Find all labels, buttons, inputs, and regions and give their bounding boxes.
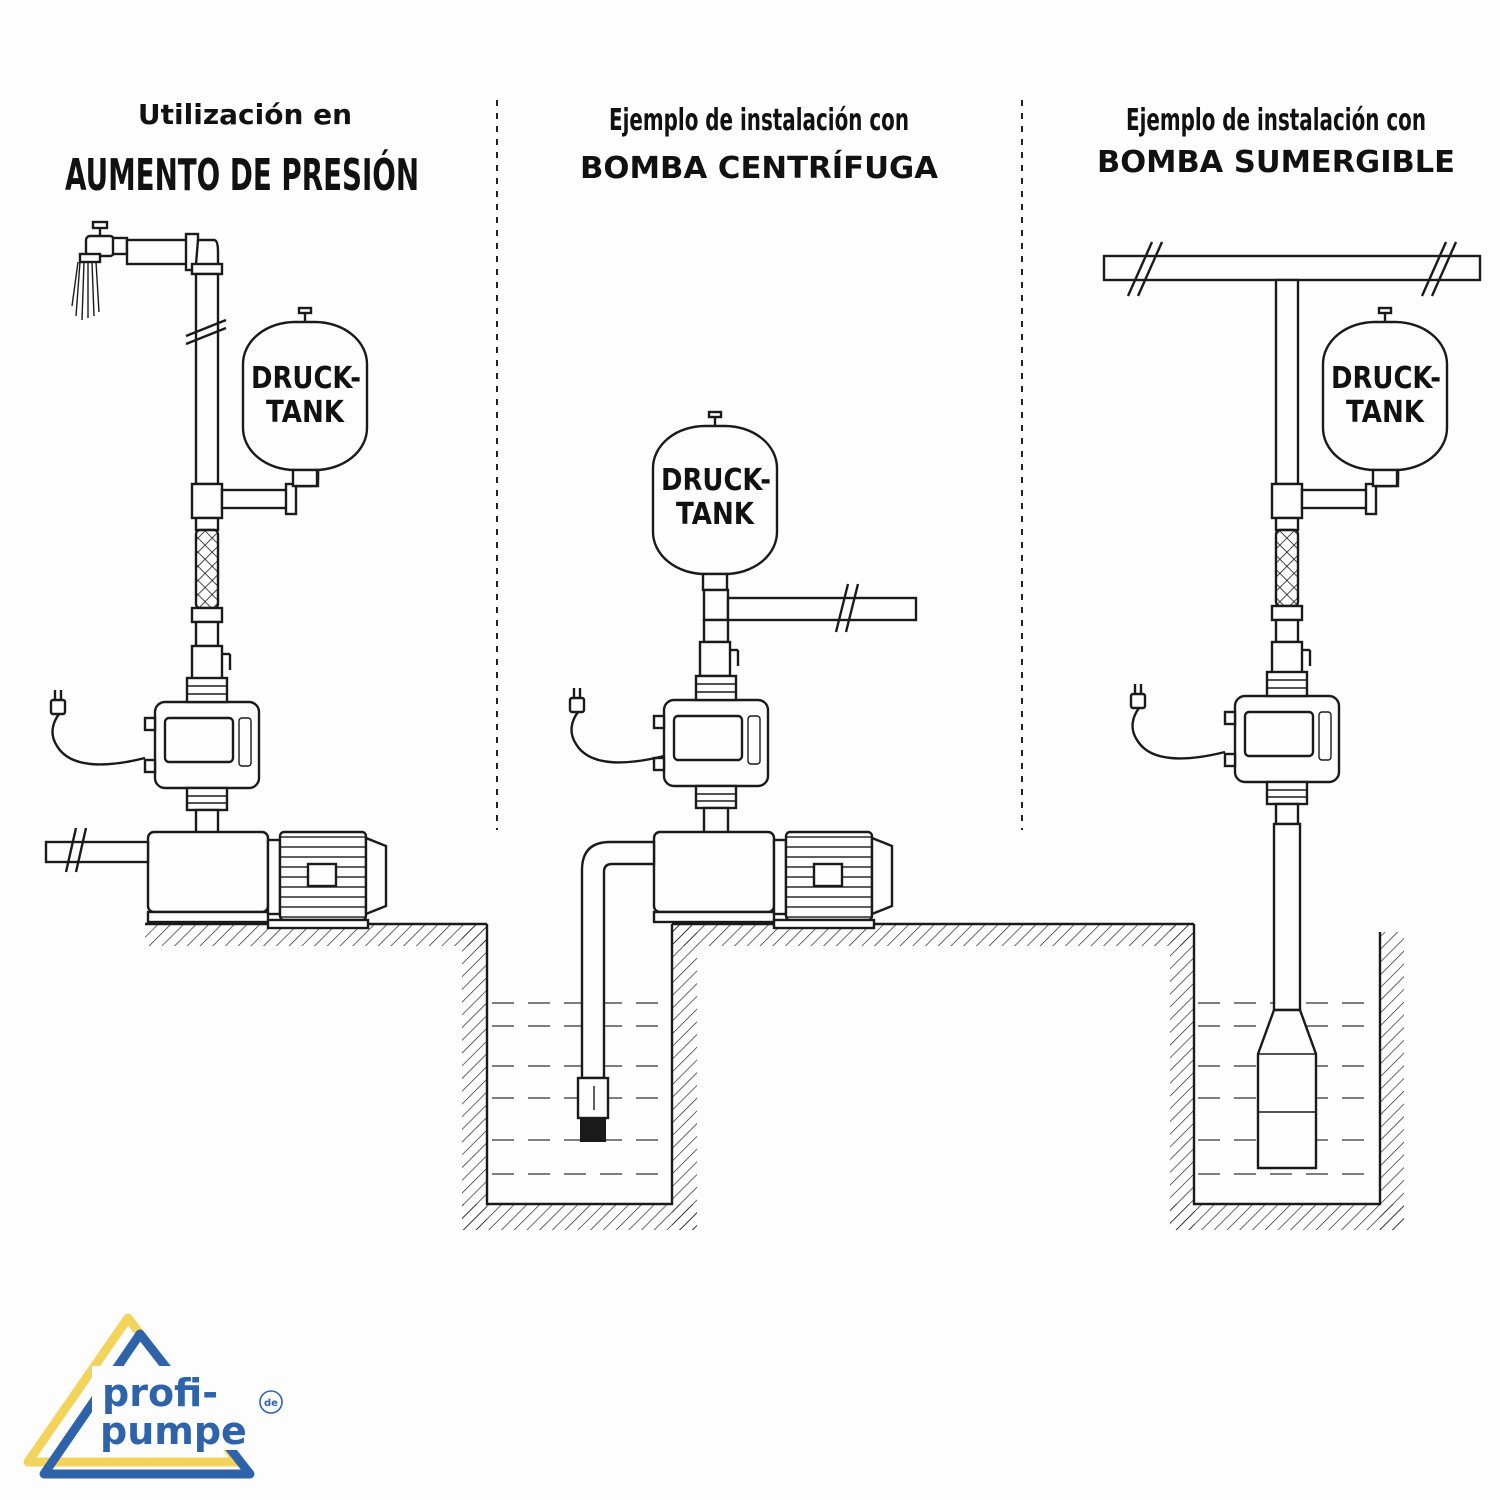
tank-2-label-line2: TANK — [676, 497, 756, 532]
logo-text-line2: pumpe — [100, 1409, 247, 1453]
panel-3-title-line1: Ejemplo de instalación con — [1126, 103, 1426, 138]
panel-3-title-line2: BOMBA SUMERGIBLE — [1097, 145, 1455, 180]
panel-1-booster-installation — [44, 220, 388, 930]
ground-and-wells — [145, 922, 1404, 1230]
panel-2-title-line2: BOMBA CENTRÍFUGA — [580, 150, 939, 186]
panel-3-submersible-installation — [1102, 241, 1482, 1170]
tank-2-label-line1: DRUCK- — [661, 463, 771, 498]
panel-1-title-line2: AUMENTO DE PRESIÓN — [65, 148, 419, 201]
profi-pumpe-logo: profi- pumpe de — [23, 1313, 283, 1479]
tank-3-label-line1: DRUCK- — [1331, 361, 1441, 396]
tank-3-label-line2: TANK — [1346, 395, 1426, 430]
panel-2-title-line1: Ejemplo de instalación con — [609, 103, 909, 138]
tank-1-label-line2: TANK — [266, 395, 346, 430]
logo-suffix: de — [264, 1398, 278, 1409]
panel-1-title-line1: Utilización en — [138, 98, 352, 131]
tank-1-label-line1: DRUCK- — [251, 361, 361, 396]
logo-text-line1: profi- — [102, 1371, 218, 1415]
faucet-icon — [71, 220, 129, 321]
panel-2-centrifugal-installation — [568, 410, 918, 1142]
